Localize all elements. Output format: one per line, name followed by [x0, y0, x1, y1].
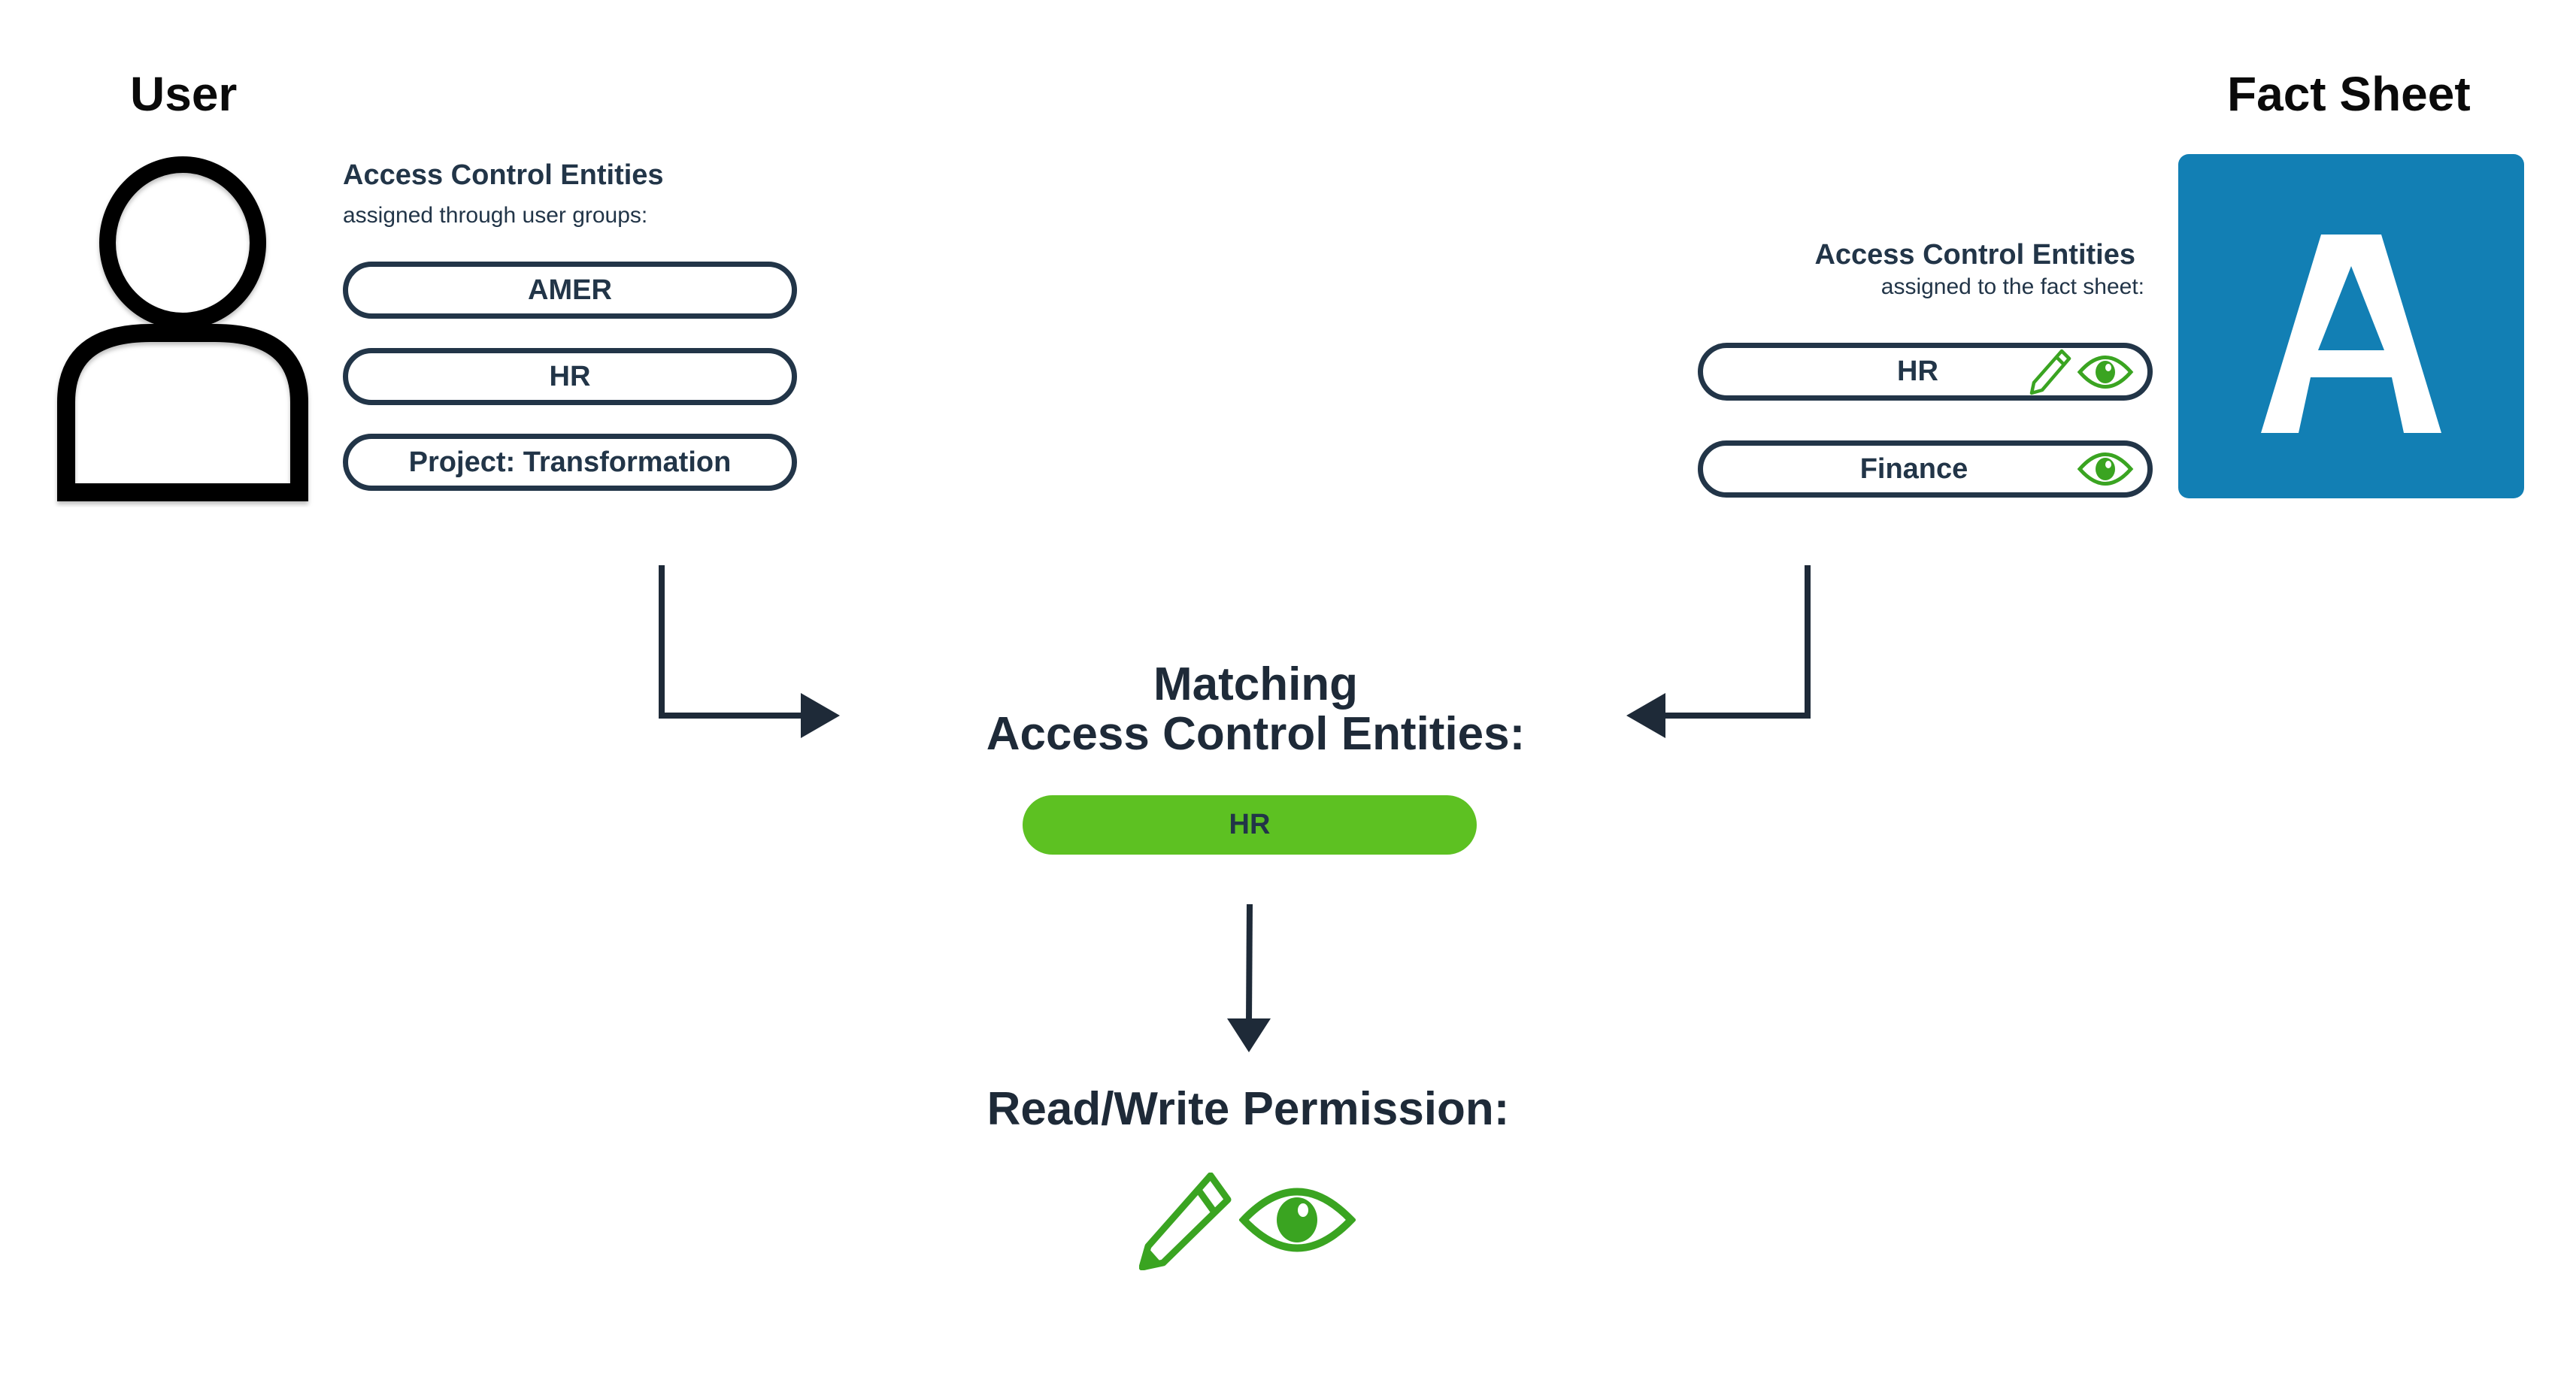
user-ace-title: Access Control Entities	[343, 159, 664, 191]
eye-icon	[2077, 355, 2134, 389]
matching-title-line2: Access Control Entities:	[986, 708, 1526, 760]
fact-sheet-entity-pill: HR	[1698, 343, 2153, 401]
left-arrow	[659, 565, 840, 738]
matching-entity-label: HR	[1229, 809, 1271, 840]
permission-title: Read/Write Permission:	[986, 1083, 1510, 1135]
user-entity-label: HR	[549, 360, 591, 392]
fact-sheet-ace-title: Access Control Entities	[1814, 239, 2135, 271]
pencil-icon	[2029, 349, 2071, 395]
user-entity-pill: AMER	[343, 262, 797, 319]
user-entity-pill: Project: Transformation	[343, 434, 797, 491]
matching-title: Matching Access Control Entities:	[955, 660, 1556, 759]
fact-sheet-badge	[2178, 154, 2524, 498]
user-ace-subtitle: assigned through user groups:	[343, 203, 648, 228]
fact-sheet-ace-subtitle: assigned to the fact sheet:	[1880, 274, 2144, 299]
right-arrow	[1626, 565, 1811, 738]
user-entity-pill: HR	[343, 348, 797, 405]
fact-sheet-heading: Fact Sheet	[2227, 67, 2471, 121]
matching-title-line1: Matching	[1153, 658, 1359, 710]
result-pencil-icon	[1139, 1173, 1232, 1270]
user-entity-label: AMER	[528, 274, 612, 306]
matching-entity-pill: HR	[1023, 795, 1477, 855]
eye-icon	[2077, 452, 2134, 486]
user-entity-label: Project: Transformation	[408, 446, 732, 478]
user-icon	[57, 156, 308, 501]
user-heading: User	[130, 67, 238, 121]
fact-sheet-entity-label: Finance	[1859, 452, 1968, 485]
letter-a-icon	[2261, 235, 2441, 433]
result-eye-icon	[1239, 1188, 1356, 1252]
fact-sheet-entity-label: HR	[1897, 356, 1938, 387]
down-arrow	[1227, 903, 1271, 1052]
fact-sheet-entity-pill: Finance	[1698, 440, 2153, 498]
